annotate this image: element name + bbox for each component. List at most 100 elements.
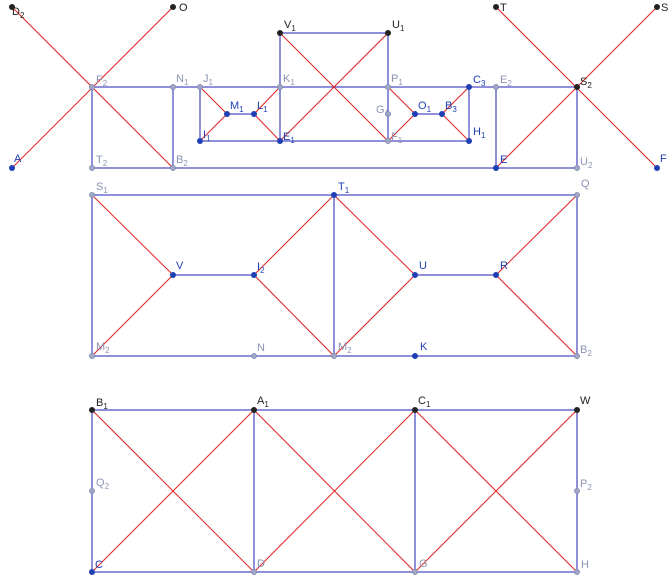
label-n1: N1 (176, 73, 189, 87)
point-w (574, 407, 580, 413)
label-k: K (420, 341, 428, 353)
red-segment-S1-V (91, 194, 174, 276)
point-d2 (9, 4, 15, 10)
point-i2 (251, 272, 257, 278)
label-main: D (257, 558, 265, 570)
point-n1 (170, 84, 176, 90)
label-v1: V1 (284, 19, 296, 33)
label-subscript: 2 (347, 346, 352, 355)
label-subscript: 2 (588, 161, 593, 170)
label-j1: J1 (203, 73, 214, 87)
label-subscript: 1 (427, 105, 432, 114)
label-b3: B3 (445, 100, 457, 114)
label-main: F (660, 153, 667, 165)
label-subscript: 2 (103, 159, 108, 168)
point-p1 (385, 84, 391, 90)
point-u2 (574, 165, 580, 171)
point-i1 (197, 138, 203, 144)
point-a (9, 165, 15, 171)
label-e1: E1 (283, 131, 295, 145)
point-s (654, 4, 660, 10)
point-b1 (89, 407, 95, 413)
label-subscript: 1 (290, 78, 295, 87)
label-m2: M2 (338, 341, 352, 355)
label-main: Q (96, 477, 105, 489)
point-u1 (385, 30, 391, 36)
point-s1 (89, 192, 95, 198)
label-main: I (203, 129, 206, 141)
point-k1 (277, 84, 283, 90)
point-f2 (89, 84, 95, 90)
label-v: V (176, 260, 184, 272)
red-segment-W-G (414, 409, 578, 573)
red-segment-V-M2b (91, 274, 174, 357)
label-h: H (581, 559, 589, 571)
label-subscript: 1 (481, 131, 486, 140)
label-h1: H1 (473, 126, 486, 140)
label-main: B (176, 154, 183, 166)
label-main: T (96, 154, 103, 166)
label-l1: L1 (257, 100, 268, 114)
label-subscript: 1 (103, 186, 108, 195)
label-subscript: 1 (263, 105, 268, 114)
point-r (493, 272, 499, 278)
label-c: C (95, 559, 103, 571)
label-t: T (500, 2, 507, 14)
red-segment-L1-E1 (253, 113, 281, 142)
label-main: A (14, 153, 22, 165)
label-c3: C3 (473, 74, 486, 88)
label-s: S (661, 2, 668, 14)
point-n (251, 353, 257, 359)
label-main: V (284, 19, 292, 31)
red-segment-R-B2r (495, 274, 578, 357)
point-q (574, 192, 580, 198)
red-segment-C3-B3 (441, 86, 470, 115)
label-f2: F2 (96, 74, 108, 88)
label-subscript: 2 (105, 482, 110, 491)
label-main: B (96, 397, 103, 409)
label-main: K (283, 73, 291, 85)
label-main: M (230, 100, 239, 112)
label-main: L (257, 100, 263, 112)
red-segment-U1-E1 (279, 32, 389, 142)
point-h (574, 569, 580, 575)
label-main: C (418, 395, 426, 407)
point-o (170, 4, 176, 10)
label-m2b: M2 (96, 341, 110, 355)
label-u2: U2 (580, 156, 593, 170)
label-main: N (257, 342, 265, 354)
label-main: G (376, 104, 385, 116)
point-c (89, 569, 95, 575)
label-main: A (257, 395, 265, 407)
red-segment-J1-M1 (199, 86, 228, 115)
point-g (412, 569, 418, 575)
label-main: I (257, 261, 260, 273)
point-m2 (331, 353, 337, 359)
label-subscript: 1 (345, 186, 350, 195)
label-main: E (500, 74, 507, 86)
label-t2: T2 (96, 154, 108, 168)
label-b2: B2 (176, 154, 188, 168)
red-segment-P1-O1 (387, 86, 416, 115)
label-u1: U1 (392, 19, 405, 33)
label-subscript: 1 (385, 109, 390, 118)
label-main: M (96, 341, 105, 353)
red-segment-B3-H1 (441, 113, 470, 142)
point-e2 (493, 84, 499, 90)
point-s2 (574, 84, 580, 90)
red-segment-T1-I2 (253, 194, 335, 276)
red-segment-A1-C (91, 409, 255, 573)
label-main: B (445, 100, 452, 112)
label-q: Q (581, 178, 590, 190)
point-l1 (251, 111, 257, 117)
label-o1: O1 (418, 100, 432, 114)
label-main: O (418, 100, 427, 112)
label-main: O (179, 2, 188, 14)
point-e1 (277, 138, 283, 144)
point-b2 (170, 165, 176, 171)
label-main: B (580, 344, 587, 356)
point-b2r (574, 353, 580, 359)
label-main: T (338, 181, 345, 193)
label-subscript: 2 (587, 349, 592, 358)
